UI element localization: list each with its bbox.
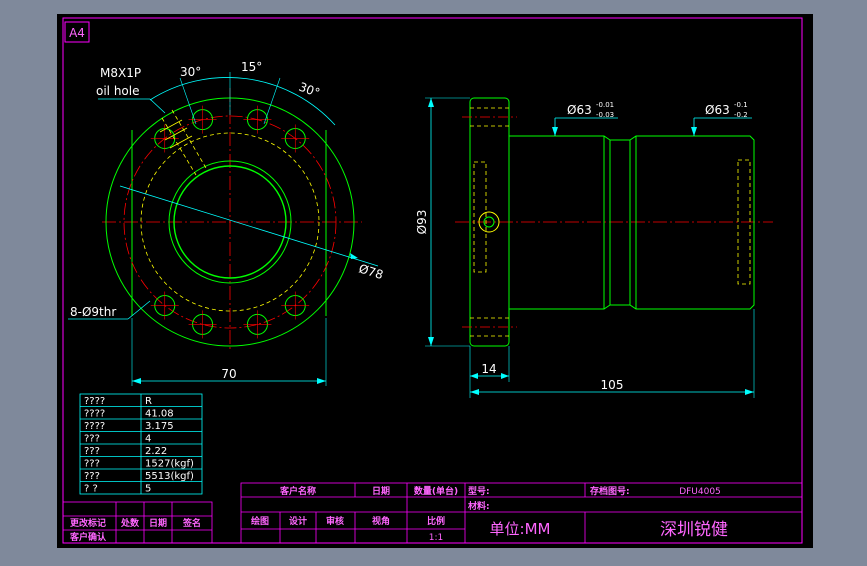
holes-callout-label: 8-Ø9thr	[70, 305, 116, 319]
side-body-outline	[509, 135, 755, 310]
side-oil-hole-inner	[483, 216, 495, 228]
oil-callout-leader-diag	[149, 98, 166, 114]
tb-drawing-no: DFU4005	[679, 487, 721, 497]
angle-mid-label: 15°	[241, 60, 262, 74]
tb-scale: 1:1	[429, 533, 443, 543]
flange-thk-label: 14	[481, 362, 496, 376]
rev-change-sign: 更改标记	[70, 517, 106, 529]
param-value: 1527(kgf)	[145, 459, 194, 470]
rev-place: 处数	[120, 517, 140, 529]
side-hidden-pocket-left	[473, 161, 487, 273]
title-block	[240, 482, 803, 544]
holes-callout-leader-diag	[127, 300, 151, 320]
param-value: 2.22	[145, 446, 167, 457]
sheet-size-tag	[64, 21, 90, 43]
tb-drawn: 绘图	[251, 515, 269, 527]
side-flange	[469, 97, 510, 347]
param-key: ???	[84, 471, 100, 482]
flange-thk-arrow-r	[501, 373, 509, 379]
param-key: ????	[84, 396, 105, 407]
sheet-size-label: A4	[69, 26, 85, 40]
param-key: ???	[84, 446, 100, 457]
body-dia-2-label: Ø63	[705, 103, 730, 117]
title-block-border	[240, 482, 803, 544]
oil-hole-line-a	[171, 109, 207, 169]
tb-design: 设计	[289, 515, 307, 527]
bolt-pitch-circle	[123, 115, 337, 329]
nut-body-circle	[168, 160, 292, 284]
param-value: 5513(kgf)	[145, 471, 194, 482]
rev-date: 日期	[149, 517, 167, 529]
flange-dia-arrow-t	[428, 98, 434, 107]
rev-confirm: 客户确认	[69, 531, 107, 543]
total-len-label: 105	[601, 378, 624, 392]
pcd-label: Ø78	[357, 261, 385, 282]
parameter-table: ???? R???? 41.08???? 3.175??? 4??? 2.22??? 152…	[79, 393, 203, 495]
callout-thread: M8X1P	[100, 66, 141, 80]
param-value: 4	[145, 434, 151, 445]
width-dim-arrow-r	[317, 378, 326, 384]
param-value: 41.08	[145, 409, 174, 420]
revision-block-border	[62, 501, 213, 544]
pcd-arrow	[350, 253, 358, 259]
tb-quantity: 数量(单台)	[414, 485, 458, 497]
param-key: ? ?	[84, 484, 98, 495]
angle-ext-right	[263, 77, 281, 125]
oil-hole-cap-a	[159, 119, 183, 133]
paper-area	[57, 14, 813, 548]
flange-thk-arrow-l	[470, 373, 478, 379]
oil-hole-cap-b	[164, 127, 188, 141]
bore-circle	[173, 165, 287, 279]
body-dia-2-arrow	[691, 127, 697, 136]
tb-customer-name: 客户名称	[279, 485, 316, 497]
total-len-arrow-l	[470, 389, 479, 395]
tb-date: 日期	[372, 485, 390, 497]
param-value: 5	[145, 484, 151, 495]
revision-block	[62, 501, 213, 544]
tb-company: 深圳锐健	[660, 520, 728, 540]
angle-right-label: 30°	[297, 80, 322, 100]
body-dia-2-tol-lower: -0.2	[734, 111, 748, 119]
callout-oil-hole: oil hole	[96, 84, 140, 98]
tb-model-label: 型号:	[468, 485, 490, 497]
side-view: Ø93 Ø63 -0.01 -0.03 Ø63 -0.1 -0.2 14 105	[415, 97, 773, 398]
body-dia-2-tol-upper: -0.1	[734, 101, 748, 109]
angle-arc	[149, 77, 336, 126]
body-dia-1-arrow	[552, 127, 558, 136]
param-key: ????	[84, 409, 105, 420]
bolt-holes	[150, 105, 310, 339]
width-dim-label: 70	[221, 367, 236, 381]
angle-ext-left	[179, 77, 197, 125]
rev-sign: 签名	[182, 517, 201, 529]
tb-scale-label: 比例	[427, 515, 445, 527]
tb-view-angle: 视角	[372, 515, 390, 527]
side-oil-hole	[478, 211, 500, 233]
tb-material-label: 材料:	[467, 500, 490, 512]
angle-left-label: 30°	[180, 65, 201, 79]
param-value: 3.175	[145, 421, 174, 432]
total-len-arrow-r	[745, 389, 754, 395]
front-view: Ø78 M8X1P oil hole 30° 15° 30° 8-Ø9thr 7…	[68, 60, 385, 386]
param-value: R	[145, 396, 152, 407]
pcd-leader	[119, 185, 379, 267]
oil-hole-cap-c	[169, 135, 193, 149]
tb-unit: 单位:MM	[490, 520, 551, 538]
param-key: ???	[84, 459, 100, 470]
body-hidden-circle	[140, 132, 320, 312]
side-hidden-pocket-right	[737, 159, 751, 285]
tb-review: 审核	[326, 515, 344, 527]
body-dia-1-tol-upper: -0.01	[596, 101, 614, 109]
body-dia-1-tol-lower: -0.03	[596, 111, 614, 119]
flange-dia-label: Ø93	[415, 210, 429, 235]
param-key: ????	[84, 421, 105, 432]
width-dim-arrow-l	[132, 378, 141, 384]
body-dia-1-label: Ø63	[567, 103, 592, 117]
param-key: ???	[84, 434, 100, 445]
tb-drawing-no-label: 存档图号:	[590, 485, 630, 497]
flange-dia-arrow-b	[428, 337, 434, 346]
